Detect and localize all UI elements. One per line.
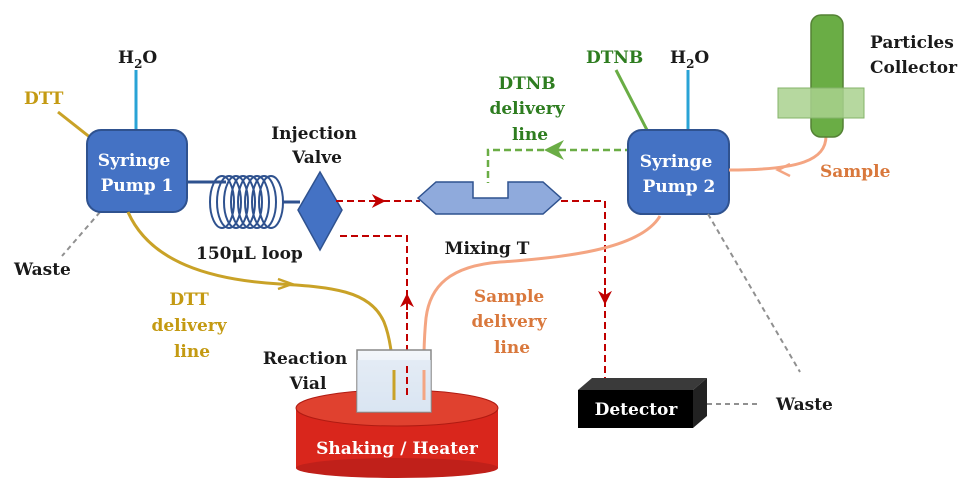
detector (578, 378, 707, 428)
label-particles-collector: Particles Collector (870, 33, 958, 78)
label-sample-delivery: Sample delivery line (471, 287, 552, 358)
syringe-pump-1 (86, 129, 188, 213)
waste-line-right (707, 213, 801, 373)
label-waste-right: Waste (775, 395, 833, 415)
label-dtnb-delivery: DTNB delivery line (489, 74, 570, 145)
label-syringe-pump-2: Syringe Pump 2 (640, 152, 719, 197)
waste-line-left (61, 211, 101, 257)
dtnb-delivery-line (486, 148, 632, 183)
label-detector: Detector (595, 400, 679, 420)
vial-to-valve-line (338, 235, 408, 396)
syringe-pump-2 (627, 129, 730, 215)
label-dtt-delivery: DTT delivery line (151, 290, 232, 362)
label-h2o-left: H2O (118, 48, 157, 71)
label-mixing-t: Mixing T (445, 239, 530, 259)
label-syringe-pump-1: Syringe Pump 1 (98, 151, 177, 196)
particles-collector-tube (810, 14, 844, 138)
sample-input-line (728, 135, 828, 172)
label-injection-valve: Injection Valve (271, 124, 363, 168)
150ul-loop-coil (209, 175, 284, 229)
label-dtnb: DTNB (586, 48, 643, 68)
dtt-delivery-line (126, 211, 396, 401)
label-reaction-vial: Reaction Vial (263, 349, 353, 394)
label-heater: Shaking / Heater (316, 439, 479, 459)
injection-valve (297, 170, 343, 252)
label-waste-left: Waste (13, 260, 71, 280)
label-sample: Sample (820, 162, 891, 182)
dtnb-input-line (614, 69, 649, 131)
sample-input-arrowhead (775, 162, 791, 178)
mixing-to-detector-line (561, 200, 606, 378)
mixing-t (416, 181, 563, 215)
label-loop: 150μL loop (196, 244, 303, 264)
label-dtt: DTT (24, 89, 64, 109)
label-h2o-right: H2O (670, 48, 709, 71)
dtt-delivery-arrowhead (277, 277, 296, 291)
particles-collector-filter (777, 87, 865, 119)
